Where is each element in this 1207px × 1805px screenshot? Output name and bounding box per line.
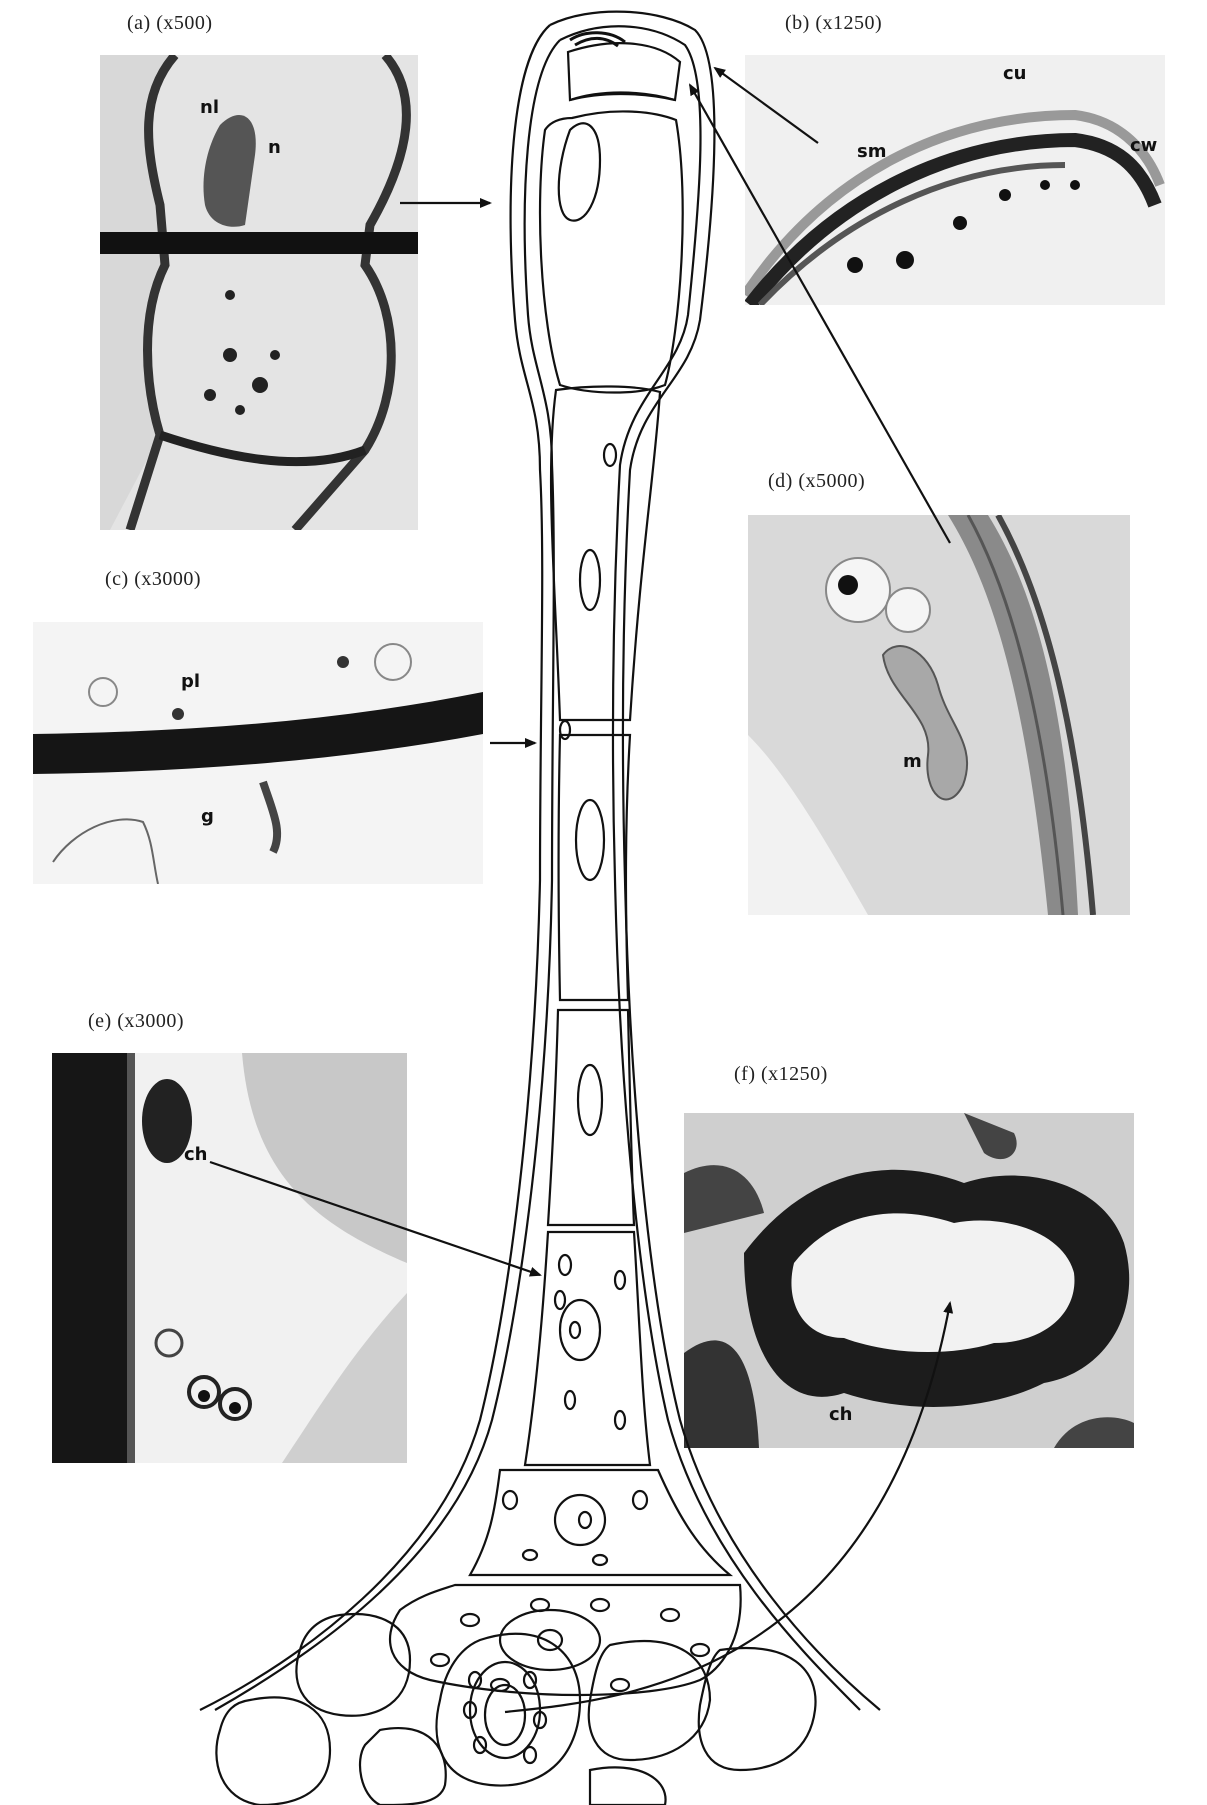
arrow-b	[715, 68, 818, 143]
arrow-d	[690, 85, 950, 543]
arrow-e	[210, 1162, 540, 1275]
